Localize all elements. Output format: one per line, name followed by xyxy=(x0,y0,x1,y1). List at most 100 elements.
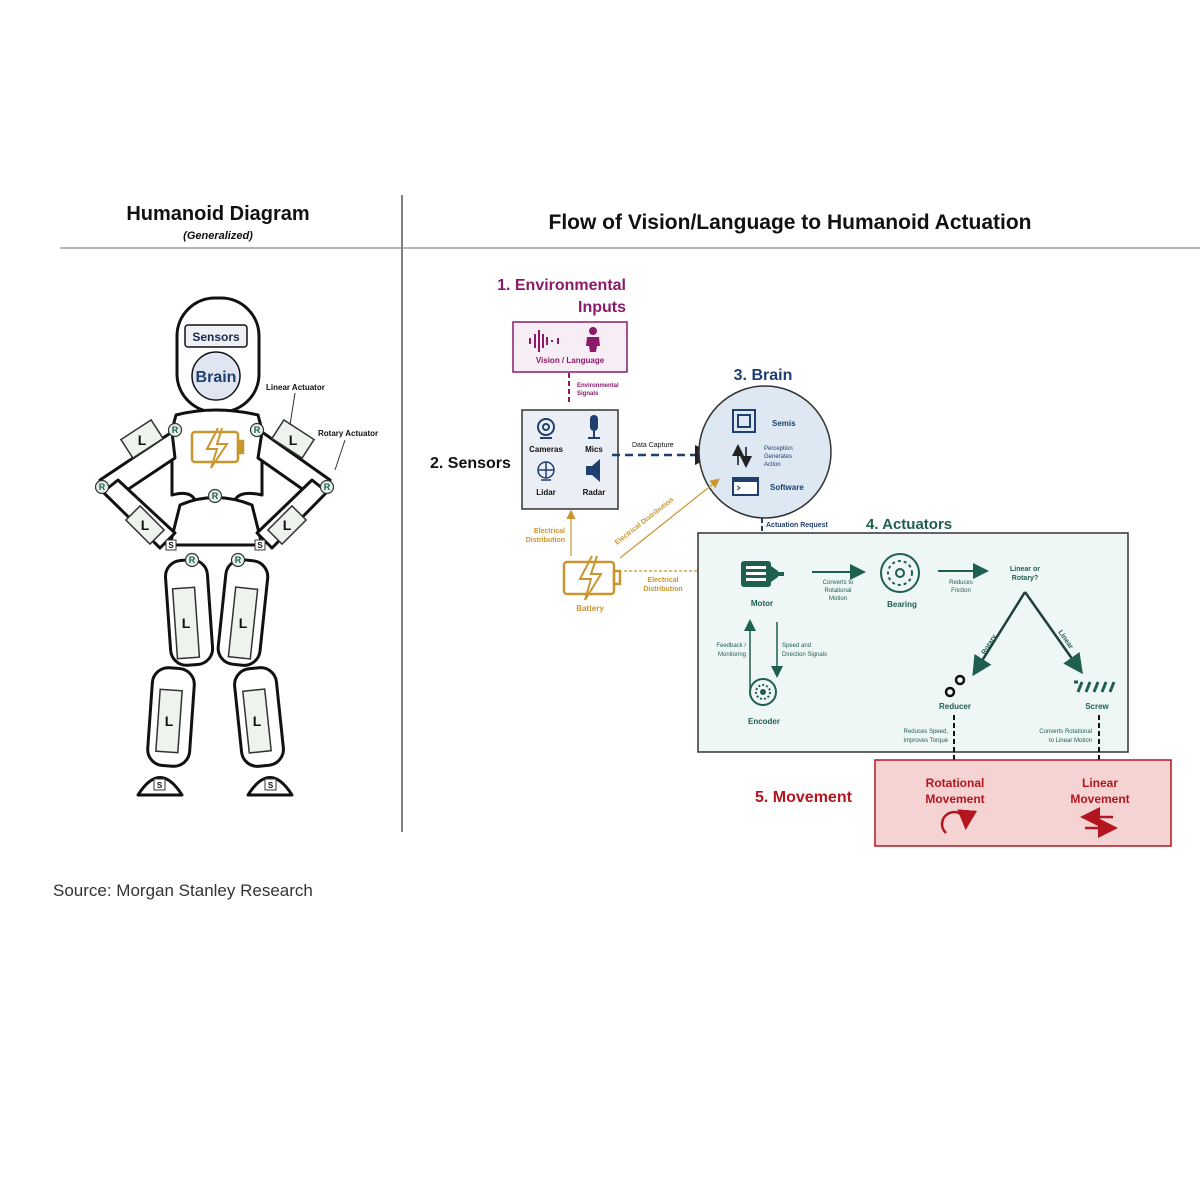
screw-markers: S S S S xyxy=(153,539,277,791)
svg-text:Movement: Movement xyxy=(925,792,984,806)
torso-battery-icon xyxy=(190,427,245,469)
rotary-actuator-label: Rotary Actuator xyxy=(318,429,378,438)
converts-note: Converts to xyxy=(823,580,854,586)
svg-text:S: S xyxy=(268,781,274,790)
linear-actuators xyxy=(119,418,316,754)
env-signals-label: Environmental xyxy=(577,383,619,389)
sensor-radar: Radar xyxy=(583,488,606,497)
svg-text:S: S xyxy=(257,541,263,550)
reducer-note: Reduces Speed, xyxy=(904,729,949,735)
brain-circle-panel xyxy=(698,385,832,519)
svg-text:R: R xyxy=(99,482,106,492)
camera-icon xyxy=(537,418,555,439)
encoder-icon xyxy=(749,678,777,706)
movement-panel xyxy=(874,759,1172,847)
linear-marker: L xyxy=(239,615,248,631)
svg-text:Motion: Motion xyxy=(829,596,847,602)
perception-note-2: Generates xyxy=(764,454,792,460)
bidirectional-arrow-icon xyxy=(1080,807,1118,838)
data-capture-label: Data Capture xyxy=(632,442,674,449)
lidar-icon xyxy=(537,461,555,481)
linear-marker: L xyxy=(283,517,292,533)
svg-text:R: R xyxy=(324,482,331,492)
soundwave-icon xyxy=(529,330,559,352)
perception-note-3: Action xyxy=(764,462,781,468)
brain-circle xyxy=(191,351,241,401)
reduces-friction-note: Reduces xyxy=(949,580,973,586)
encoder-label: Encoder xyxy=(748,717,780,726)
svg-text:R: R xyxy=(212,491,219,501)
sensors-label: Sensors xyxy=(192,330,240,344)
software-label: Software xyxy=(770,483,804,492)
svg-text:Rotational: Rotational xyxy=(824,588,851,594)
screw-label: Screw xyxy=(1085,702,1109,711)
svg-text:R: R xyxy=(254,425,261,435)
vision-language-box xyxy=(512,321,628,373)
speed-direction-note: Speed and xyxy=(782,643,811,649)
perception-note: Perception xyxy=(764,446,793,452)
battery-icon xyxy=(562,555,622,601)
person-icon xyxy=(586,327,600,352)
env-inputs-title: 1. Environmental xyxy=(497,277,626,294)
reducer-label: Reducer xyxy=(939,702,971,711)
microphone-icon xyxy=(588,415,600,439)
svg-text:Movement: Movement xyxy=(1070,792,1129,806)
brain-title: 3. Brain xyxy=(734,367,793,384)
svg-text:Rotary?: Rotary? xyxy=(1012,575,1038,582)
env-signals-label-2: Signals xyxy=(577,391,599,397)
svg-text:Improves Torque: Improves Torque xyxy=(903,738,948,744)
svg-text:R: R xyxy=(172,425,179,435)
electrical-dist-label-3: Electrical xyxy=(647,577,678,584)
electrical-dist-label-1b: Distribution xyxy=(526,537,565,544)
sensor-mics: Mics xyxy=(585,445,603,454)
electrical-dist-label-1: Electrical xyxy=(534,528,565,535)
bearing-label: Bearing xyxy=(887,600,917,609)
rotary-joints: R R R R R R R xyxy=(94,422,335,568)
sensors-title: 2. Sensors xyxy=(430,455,511,472)
vision-language-label: Vision / Language xyxy=(536,356,605,365)
sensor-lidar: Lidar xyxy=(536,488,556,497)
bearing-icon xyxy=(880,553,920,593)
source-note: Source: Morgan Stanley Research xyxy=(53,881,313,900)
linear-movement-label: Linear xyxy=(1082,776,1118,790)
linear-marker: L xyxy=(289,432,298,448)
svg-text:R: R xyxy=(235,555,242,565)
left-title: Humanoid Diagram xyxy=(126,203,309,225)
left-subtitle: (Generalized) xyxy=(183,230,253,242)
brain-label: Brain xyxy=(196,369,237,386)
rotational-movement-label: Rotational xyxy=(926,776,985,790)
actuation-request-label: Actuation Request xyxy=(766,522,829,529)
semis-label: Semis xyxy=(772,419,796,428)
motor-label: Motor xyxy=(751,599,773,608)
linear-or-rotary-question: Linear or xyxy=(1010,566,1040,573)
svg-text:to Linear Motion: to Linear Motion xyxy=(1049,738,1092,744)
svg-text:Friction: Friction xyxy=(951,588,971,594)
chip-icon xyxy=(732,409,756,433)
linear-marker: L xyxy=(141,517,150,533)
svg-text:R: R xyxy=(189,555,196,565)
linear-actuator-label: Linear Actuator xyxy=(266,383,325,392)
screw-icon xyxy=(1074,680,1116,693)
linear-marker: L xyxy=(138,432,147,448)
battery-label: Battery xyxy=(576,604,604,613)
robot-waist xyxy=(168,496,264,547)
rotate-arrow-icon xyxy=(940,809,978,834)
svg-text:Direction Signals: Direction Signals xyxy=(782,652,827,658)
sensors-box xyxy=(184,324,248,348)
env-inputs-title-2: Inputs xyxy=(578,299,626,316)
svg-text:Monitoring: Monitoring xyxy=(718,652,746,658)
right-title: Flow of Vision/Language to Humanoid Actu… xyxy=(549,211,1032,234)
svg-text:S: S xyxy=(168,541,174,550)
linear-marker: L xyxy=(182,615,191,631)
motor-icon xyxy=(741,561,784,587)
movement-title: 5. Movement xyxy=(755,789,853,806)
actuators-title: 4. Actuators xyxy=(866,516,952,533)
electrical-dist-label-3b: Distribution xyxy=(643,586,682,593)
linear-marker: L xyxy=(165,713,174,729)
radar-icon xyxy=(586,459,600,482)
screw-note: Converts Rotational xyxy=(1039,729,1092,735)
sensor-cameras: Cameras xyxy=(529,445,563,454)
robot-torso xyxy=(170,408,264,502)
svg-text:S: S xyxy=(157,781,163,790)
